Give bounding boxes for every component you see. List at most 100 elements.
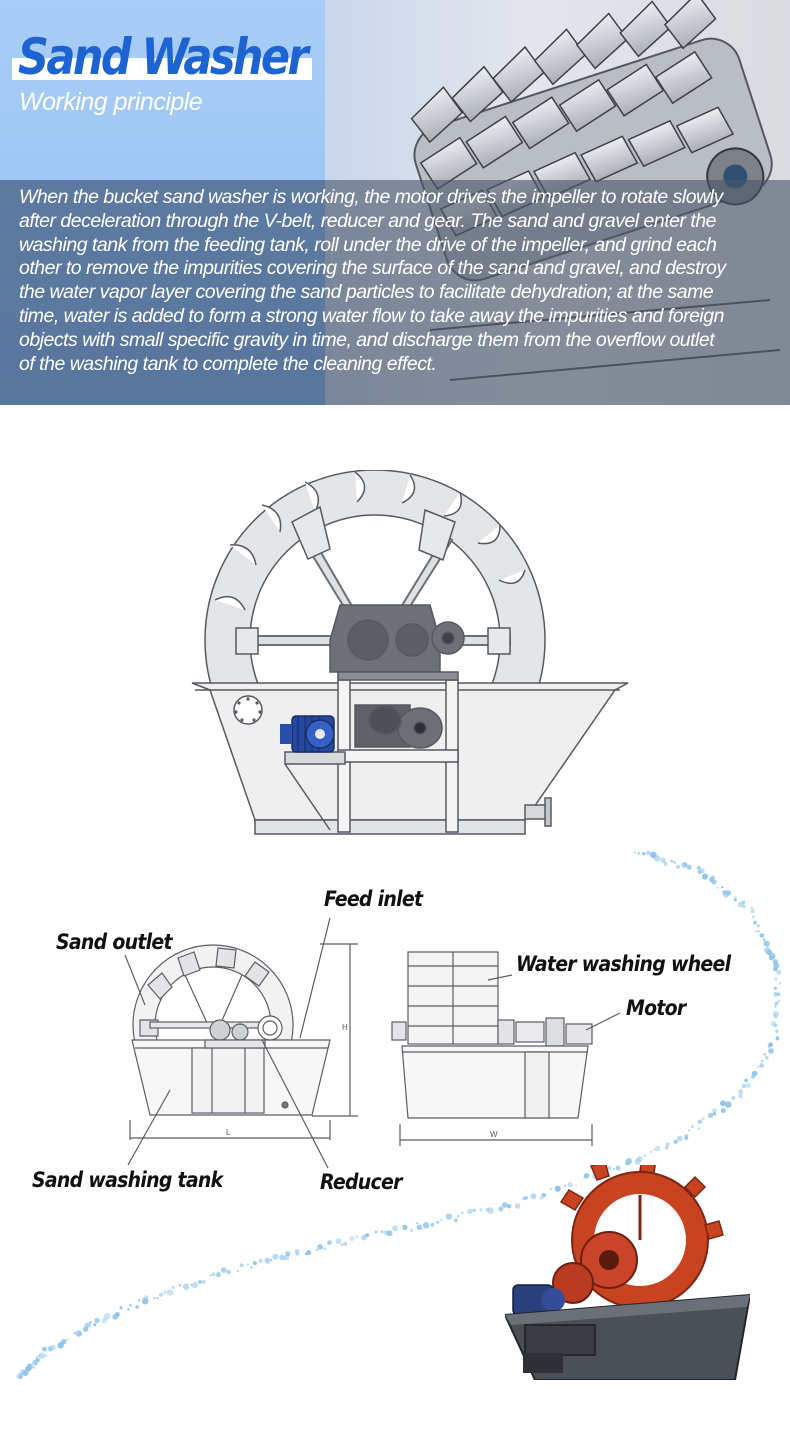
wave-dot [141, 1297, 149, 1305]
wave-dot [86, 1322, 92, 1328]
wave-dot [416, 1224, 423, 1230]
wave-dot [746, 1083, 751, 1088]
wave-dot [653, 855, 661, 862]
wave-dot [654, 1145, 661, 1152]
wave-dot [190, 1283, 193, 1286]
wave-dot [430, 1222, 435, 1227]
wave-dot [35, 1363, 38, 1365]
wave-dot [32, 1366, 36, 1369]
wave-dot [93, 1323, 97, 1327]
wave-dot [156, 1297, 159, 1300]
wave-dot [75, 1330, 83, 1337]
wave-dot [738, 1089, 743, 1095]
wave-dot [615, 1165, 621, 1171]
title-underline-bar [12, 58, 312, 80]
wave-dot [765, 1056, 769, 1060]
wave-dot [607, 1166, 612, 1171]
label-water-washing-wheel: Water washing wheel [516, 952, 731, 976]
wave-dot [772, 1010, 780, 1018]
label-sand-outlet: Sand outlet [56, 930, 173, 954]
wave-dot [777, 992, 781, 997]
wave-dot [279, 1254, 285, 1261]
wave-dot [327, 1240, 332, 1246]
wave-dot [89, 1320, 92, 1324]
wave-dot [665, 1142, 670, 1147]
wave-dot [763, 940, 770, 947]
wave-dot [209, 1274, 212, 1277]
wave-dot [252, 1261, 257, 1266]
wave-dot [696, 865, 701, 870]
wave-dot [660, 857, 666, 863]
wave-dot [777, 999, 781, 1003]
wave-dot [567, 1182, 573, 1188]
wave-dot [355, 1235, 359, 1238]
wave-dot [335, 1238, 342, 1245]
wave-dot [73, 1332, 76, 1335]
wave-dot [340, 1243, 344, 1247]
wave-dot [773, 986, 778, 991]
wave-dot [530, 1193, 537, 1200]
wave-dot [467, 1208, 473, 1214]
wave-dot [501, 1202, 508, 1208]
wave-dot [343, 1242, 348, 1246]
description-line: washing tank from the feeding tank, roll… [19, 233, 717, 256]
wave-dot [711, 879, 717, 885]
working-principle-description: When the bucket sand washer is working, … [19, 186, 790, 376]
wave-dot [57, 1342, 64, 1349]
wave-dot [349, 1236, 355, 1241]
wave-dot [738, 1093, 743, 1099]
wave-dot [673, 861, 676, 864]
wave-dot [270, 1259, 273, 1262]
wave-dot [742, 905, 746, 909]
wave-dot [776, 969, 782, 975]
wave-dot [514, 1203, 521, 1209]
wave-dot [171, 1286, 175, 1289]
wave-dot [453, 1218, 458, 1223]
wave-dot [295, 1252, 299, 1256]
label-motor: Motor [626, 996, 686, 1020]
wave-dot [498, 1206, 504, 1212]
wave-dot [769, 952, 776, 960]
wave-dot [436, 1220, 440, 1224]
schematic-drawing: L H W [124, 917, 621, 1169]
wave-dot [211, 1272, 216, 1277]
wave-dot [625, 1161, 630, 1166]
wave-dot [774, 1005, 777, 1008]
wave-dot [220, 1267, 227, 1273]
wave-dot [702, 1117, 705, 1121]
wave-dot [380, 1230, 384, 1233]
wave-dot [178, 1284, 182, 1287]
wave-dot [258, 1258, 263, 1264]
wave-dot [44, 1354, 47, 1357]
wave-dot [697, 1127, 701, 1130]
wave-dot [103, 1312, 111, 1320]
wave-dot [283, 1255, 290, 1261]
wave-dot [763, 1053, 767, 1056]
wave-dot [773, 967, 778, 972]
wave-dot [38, 1352, 46, 1359]
wave-dot [663, 861, 668, 867]
wave-dot [246, 1263, 250, 1266]
wave-dot [676, 864, 681, 869]
wave-dot [753, 920, 757, 925]
wave-dot [66, 1338, 69, 1341]
wave-dot [250, 1266, 253, 1269]
wave-dot [720, 1100, 726, 1107]
wave-dot [712, 1112, 717, 1116]
wave-dot [472, 1208, 476, 1213]
wave-dot [634, 1158, 641, 1165]
wave-dot [35, 1357, 40, 1363]
wave-dot [673, 1139, 678, 1144]
wave-dot [762, 938, 766, 941]
label-feed-inlet: Feed inlet [324, 887, 423, 911]
wave-dot [583, 1173, 590, 1179]
wave-dot [760, 1059, 764, 1063]
wave-dot [226, 1269, 231, 1275]
wave-dot [264, 1257, 271, 1264]
wave-dot [716, 886, 719, 889]
wave-dot [642, 852, 646, 856]
description-overlay [0, 180, 790, 405]
wave-dot [383, 1230, 389, 1236]
label-sand-washing-tank: Sand washing tank [32, 1168, 223, 1192]
wave-dot [697, 1119, 702, 1124]
